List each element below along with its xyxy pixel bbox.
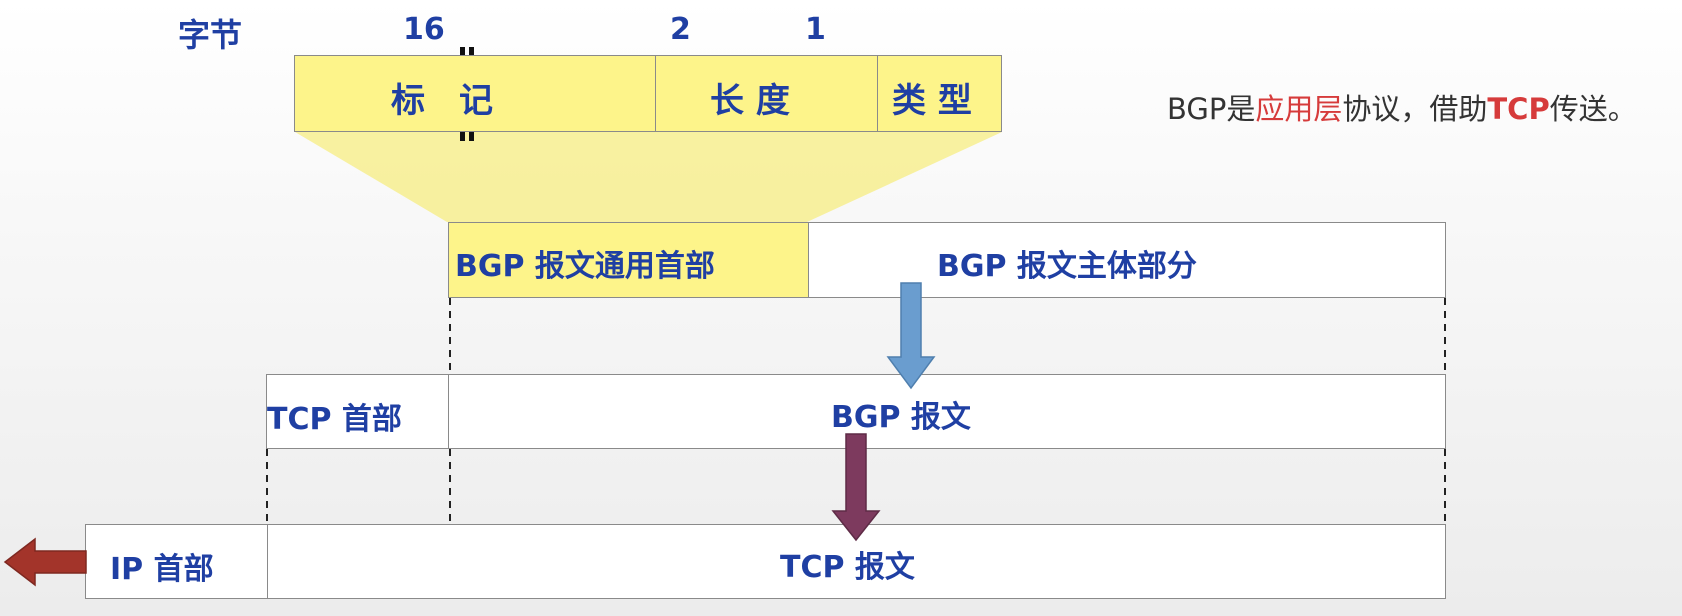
- note-application-layer: 应用层: [1255, 92, 1343, 126]
- note-part-5: 传送。: [1549, 92, 1637, 126]
- ip-header-label: IP 首部: [110, 552, 214, 587]
- note-tcp: TCP: [1487, 92, 1550, 126]
- field-length-label: 长 度: [710, 81, 790, 121]
- field-marker: 标 记: [294, 55, 656, 132]
- tcp-payload-bgp-message: BGP 报文: [448, 374, 1446, 449]
- down-arrow-purple: [831, 433, 881, 542]
- tcp-header: TCP 首部: [266, 374, 449, 449]
- bgp-common-header: BGP 报文通用首部: [448, 222, 809, 298]
- tcp-payload-label: BGP 报文: [831, 400, 971, 435]
- note-part-3: 协议，借助: [1342, 92, 1488, 126]
- field-type: 类 型: [877, 55, 1002, 132]
- left-arrow-red: [3, 537, 87, 587]
- expansion-funnel: [295, 132, 1002, 222]
- field-type-label: 类 型: [892, 81, 972, 121]
- bgp-common-header-label: BGP 报文通用首部: [455, 249, 715, 284]
- field-length: 长 度: [655, 55, 878, 132]
- note-part-1: BGP是: [1167, 92, 1256, 126]
- ip-payload-label: TCP 报文: [780, 550, 915, 585]
- bytes-unit-label: 字节: [178, 16, 243, 54]
- tcp-header-label: TCP 首部: [267, 402, 402, 437]
- field-marker-label: 标 记: [391, 81, 493, 121]
- size-label-marker: 16: [403, 12, 445, 47]
- size-label-type: 1: [805, 12, 826, 47]
- size-label-length: 2: [670, 12, 691, 47]
- protocol-note: BGP是应用层协议，借助TCP传送。: [1167, 86, 1637, 128]
- down-arrow-blue: [886, 282, 936, 390]
- bgp-message-body-label: BGP 报文主体部分: [937, 249, 1197, 284]
- ip-header: IP 首部: [85, 524, 268, 599]
